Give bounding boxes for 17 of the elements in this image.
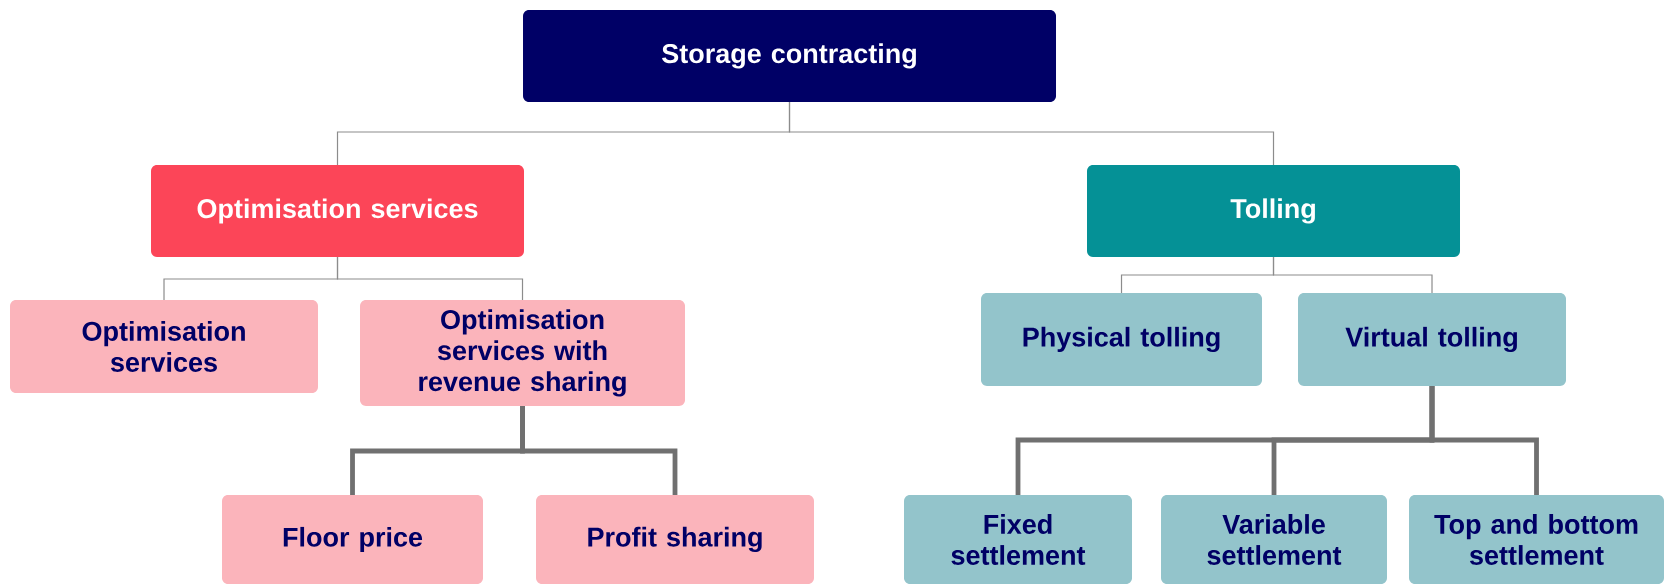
- connector-line: [1429, 386, 1539, 495]
- option-box: Top and bottom settlement: [1409, 495, 1664, 584]
- connector-line: [336, 256, 524, 301]
- option-box: Physical tolling: [981, 293, 1262, 386]
- option-box: Floor price: [222, 495, 483, 584]
- root-box: Storage contracting: [523, 10, 1056, 102]
- option-box: Variable settlement: [1161, 495, 1387, 584]
- connector-line: [520, 406, 678, 495]
- connector-line: [788, 101, 1275, 166]
- connector-line: [1272, 256, 1433, 294]
- option-box: Optimisation services: [10, 300, 318, 393]
- option-box: Fixed settlement: [904, 495, 1132, 584]
- category-box: Optimisation services: [151, 165, 524, 257]
- option-box: Optimisation services with revenue sharing: [360, 300, 685, 406]
- category-box: Tolling: [1087, 165, 1460, 257]
- option-box: Profit sharing: [536, 495, 814, 584]
- option-box: Virtual tolling: [1298, 293, 1566, 386]
